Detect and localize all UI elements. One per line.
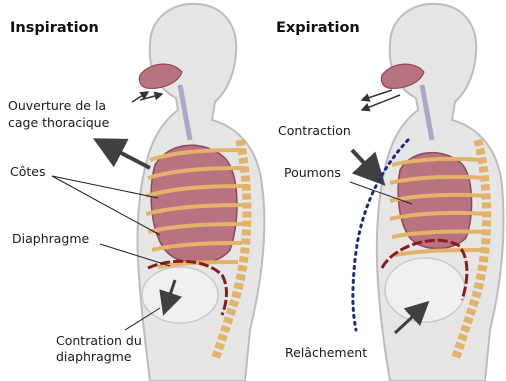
inspiration-chest-expansion-arrow	[100, 142, 150, 168]
expiration-title: Expiration	[276, 20, 360, 36]
expiration-chest-contraction-arrow	[352, 150, 380, 180]
label-contraction-diaphragme-line2: diaphragme	[56, 349, 132, 364]
inspiration-air-arrow-1	[132, 92, 148, 102]
label-diaphragme: Diaphragme	[12, 231, 89, 246]
expiration-air-arrow-1	[362, 90, 392, 100]
label-ouverture-line1: Ouverture de la	[8, 98, 106, 113]
label-cotes: Côtes	[10, 164, 45, 179]
expiration-figure	[350, 4, 504, 381]
expiration-abdomen	[385, 258, 465, 322]
label-ouverture-line2: cage thoracique	[8, 115, 109, 130]
label-poumons: Poumons	[284, 165, 341, 180]
inspiration-figure	[52, 4, 264, 381]
label-relachement: Relâchement	[285, 345, 367, 360]
expiration-air-arrow-2	[362, 95, 400, 110]
label-contraction-diaphragme-line1: Contration du	[56, 333, 142, 348]
inspiration-abdomen	[142, 267, 218, 323]
label-contraction: Contraction	[278, 123, 351, 138]
inspiration-title: Inspiration	[10, 20, 99, 36]
